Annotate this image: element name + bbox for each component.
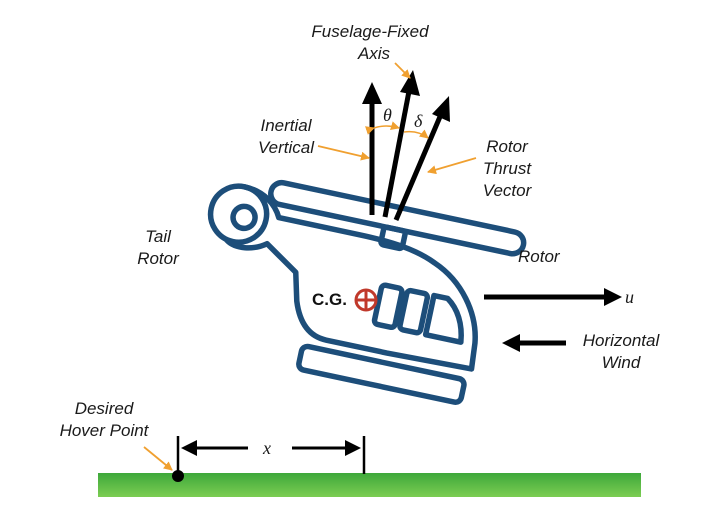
delta-arc	[403, 129, 429, 139]
fuselage-axis-label-2: Axis	[357, 44, 391, 63]
leader-fuselage-axis	[394, 62, 411, 79]
rotor-thrust-label-1: Rotor	[486, 137, 529, 156]
fuselage-body	[224, 184, 478, 372]
cg-marker	[354, 288, 378, 312]
leader-hover-point	[143, 446, 173, 471]
x-dim-right-head	[345, 440, 361, 456]
rotor-thrust-label-3: Vector	[483, 181, 533, 200]
rotor-thrust-label-2: Thrust	[483, 159, 532, 178]
hover-point-dot	[172, 470, 184, 482]
window-3	[422, 292, 464, 345]
ground-strip	[98, 473, 641, 497]
rotor-thrust-arrowhead	[432, 96, 450, 122]
desired-hover-label-2: Hover Point	[60, 421, 150, 440]
fuselage-axis-arrowhead	[400, 70, 420, 96]
cg-label: C.G.	[312, 290, 347, 309]
landing-skid	[296, 343, 467, 405]
desired-hover-label-1: Desired	[75, 399, 134, 418]
rotor-thrust-arrow	[393, 111, 445, 221]
theta-arc	[364, 121, 400, 135]
inertial-vertical-label-2: Vertical	[258, 138, 315, 157]
rotor-label: Rotor	[518, 247, 561, 266]
rotor-mast	[378, 224, 408, 252]
fuselage-axis-label-1: Fuselage-Fixed	[311, 22, 429, 41]
inertial-vertical-arrowhead	[362, 82, 382, 104]
helicopter	[207, 179, 527, 405]
fuselage-axis-arrow	[382, 85, 413, 218]
leader-rotor-thrust	[427, 157, 477, 175]
x-symbol: x	[262, 438, 271, 458]
window-2	[397, 287, 431, 336]
leader-inertial-vertical	[317, 145, 370, 161]
horizontal-wind-label-2: Wind	[602, 353, 641, 372]
velocity-symbol: u	[625, 287, 634, 307]
tail-rotor-label-2: Rotor	[137, 249, 180, 268]
tail-rotor-hub	[230, 203, 258, 232]
horizontal-wind-label-1: Horizontal	[583, 331, 661, 350]
velocity-arrowhead	[604, 288, 622, 306]
wind-arrowhead	[502, 334, 520, 352]
tail-rotor-label-1: Tail	[145, 227, 172, 246]
x-dim-left-head	[181, 440, 197, 456]
delta-symbol: δ	[414, 111, 423, 131]
window-1	[371, 282, 405, 331]
inertial-vertical-label-1: Inertial	[260, 116, 312, 135]
theta-symbol: θ	[383, 105, 392, 125]
